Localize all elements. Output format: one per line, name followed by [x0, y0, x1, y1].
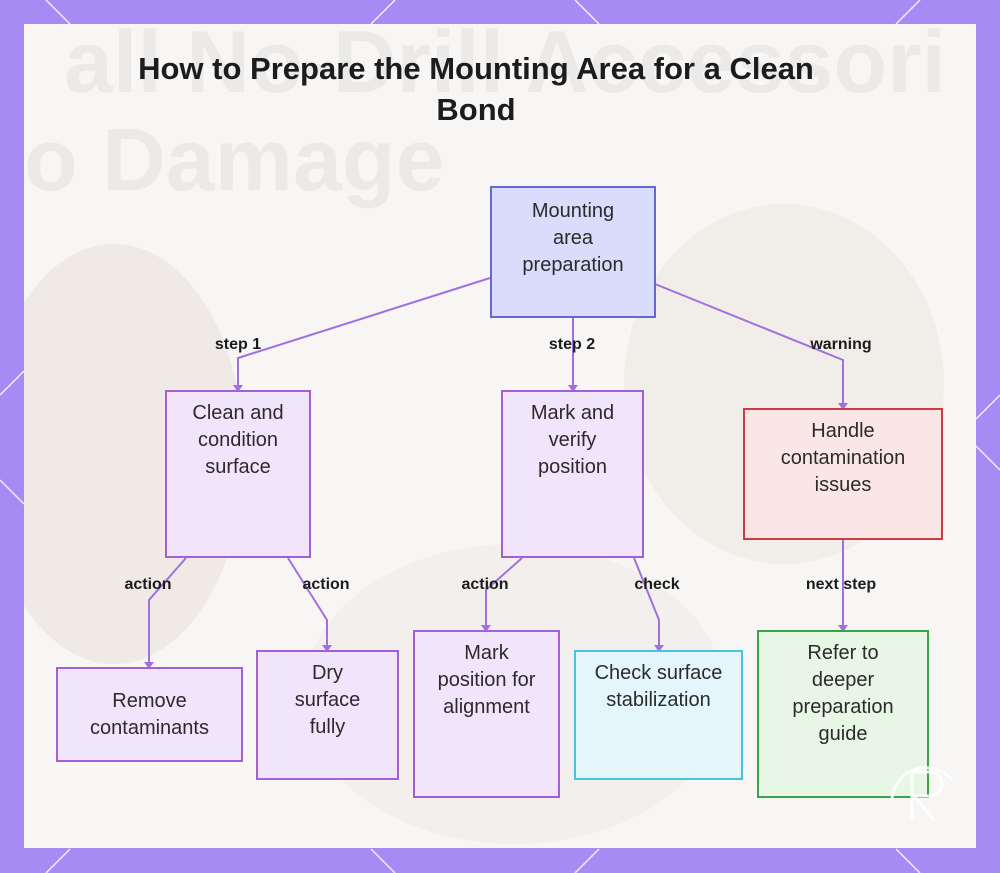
node-label: Refer to deeper preparation guide — [792, 642, 894, 745]
edge-label-action: action — [302, 576, 350, 593]
node-label: Handle contamination issues — [780, 420, 906, 496]
arrowhead — [568, 385, 578, 392]
edge-label-warning: warning — [810, 336, 872, 353]
node-label: Mark position for alignment — [437, 642, 536, 718]
edge-label-action: action — [124, 576, 172, 593]
node-mounting-area-preparation[interactable]: Mounting area preparation — [490, 186, 656, 318]
node-label: Check surface stabilization — [594, 662, 723, 711]
node-label: Remove contaminants — [90, 689, 209, 739]
node-mark-position-for-alignment[interactable]: Mark position for alignment — [413, 630, 560, 798]
edge-label-step-2: step 2 — [548, 336, 596, 353]
arrowhead — [144, 662, 154, 669]
node-check-surface-stabilization[interactable]: Check surface stabilization — [574, 650, 743, 780]
node-mark-and-verify-position[interactable]: Mark and verify position — [501, 390, 644, 558]
watermark-logo-icon — [890, 766, 954, 821]
diagram-title: How to Prepare the Mounting Area for a C… — [138, 51, 814, 127]
arrowhead — [838, 403, 848, 410]
arrowhead — [481, 625, 491, 632]
node-label: Mark and verify position — [530, 402, 615, 478]
edge-mark-markalign — [485, 557, 523, 628]
node-refer-to-deeper-preparation-guide[interactable]: Refer to deeper preparation guide — [757, 630, 929, 798]
arrowhead — [233, 385, 243, 392]
arrowhead — [838, 625, 848, 632]
edge-mark-check — [633, 557, 660, 648]
edge-label-action: action — [461, 576, 509, 593]
node-label: Clean and condition surface — [192, 402, 284, 478]
edge-label-check: check — [634, 576, 680, 593]
node-label: Mounting area preparation — [522, 200, 624, 276]
edge-root-clean — [237, 277, 491, 388]
arrowhead — [654, 645, 664, 652]
background-text-line: o Damage — [24, 116, 445, 204]
edge-clean-remove — [148, 557, 187, 665]
edge-root-handle — [654, 283, 844, 406]
node-label: Dry surface fully — [294, 662, 361, 738]
node-dry-surface-fully[interactable]: Dry surface fully — [256, 650, 399, 780]
node-remove-contaminants[interactable]: Remove contaminants — [56, 667, 243, 762]
edge-clean-dry — [287, 557, 328, 648]
edge-label-next-step: next step — [805, 576, 877, 593]
node-clean-and-condition-surface[interactable]: Clean and condition surface — [165, 390, 311, 558]
arrowhead — [322, 645, 332, 652]
node-handle-contamination-issues[interactable]: Handle contamination issues — [743, 408, 943, 540]
background-text-line: all No-Drill Accessori — [64, 24, 946, 106]
edge-label-step-1: step 1 — [214, 336, 262, 353]
